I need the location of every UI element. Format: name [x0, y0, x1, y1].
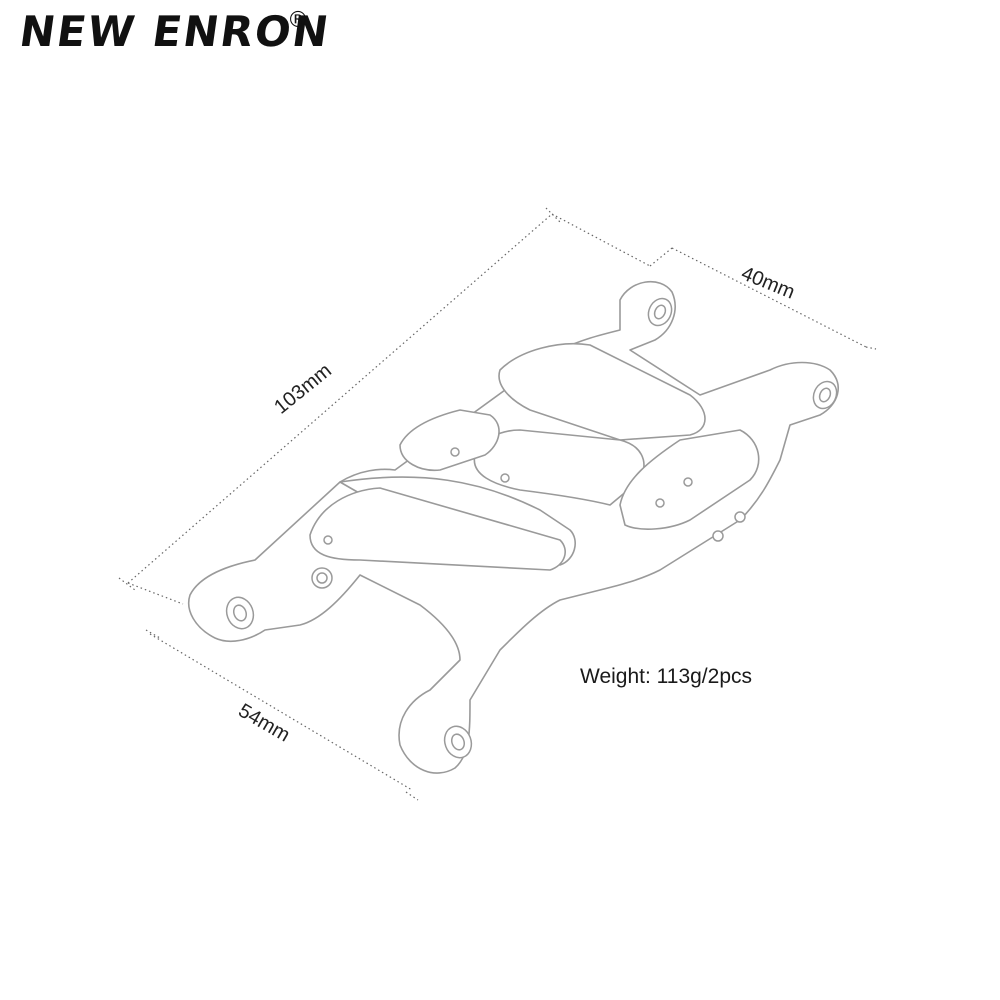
- dim-line-54: [149, 633, 413, 791]
- mounting-holes: [225, 297, 838, 759]
- registered-mark: ®: [287, 8, 309, 33]
- arm-body: [188, 280, 839, 774]
- dim-line-103: [127, 213, 553, 584]
- dim-line-40: [649, 247, 673, 267]
- weight-spec: Weight: 113g/2pcs: [580, 665, 752, 688]
- dimension-lines: [118, 207, 877, 801]
